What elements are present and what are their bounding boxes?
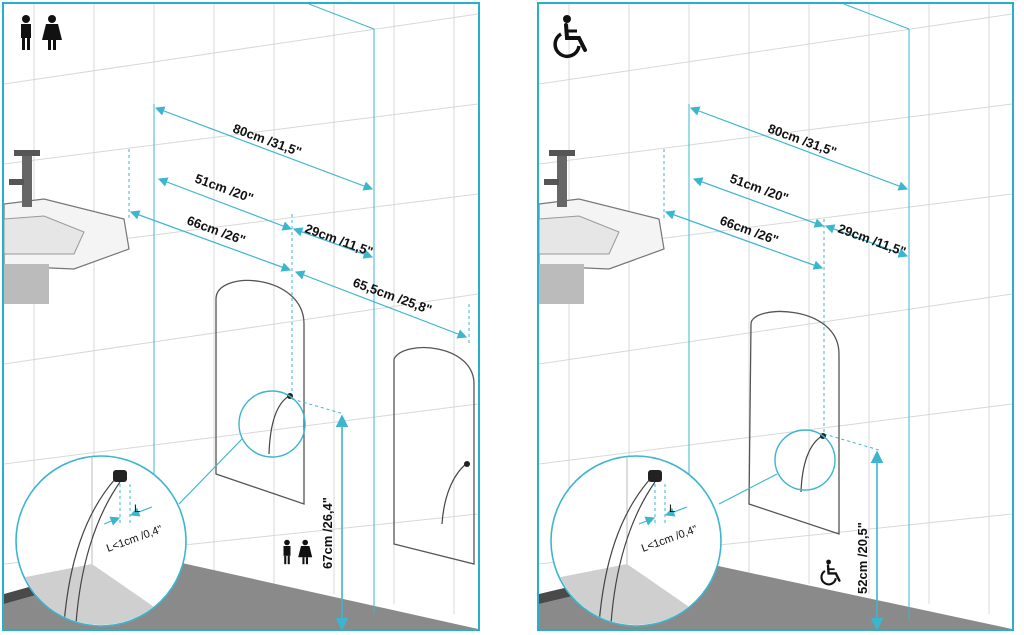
sensor-cable xyxy=(268,395,290,455)
magnified-detail xyxy=(15,455,187,627)
dim-label-51: 51cm /20" xyxy=(193,171,256,206)
label-L: L xyxy=(669,503,675,515)
magnified-detail xyxy=(550,455,722,627)
dim-arrow-29 xyxy=(824,224,909,258)
restroom-icon xyxy=(21,15,62,50)
callout-leader xyxy=(178,438,243,505)
dim-arrow-65 xyxy=(294,270,468,339)
urinal-outline-adjacent xyxy=(393,347,475,565)
washbasin xyxy=(539,150,665,304)
sensor-cable-adjacent xyxy=(441,463,467,525)
dim-label-height: 52cm /20,5" xyxy=(855,522,870,594)
callout-leader xyxy=(718,473,778,505)
standard-installation-drawing: 80cm /31,5" 51cm /20" 66cm /26" 29cm /11… xyxy=(4,4,478,629)
detail-callout xyxy=(238,390,306,458)
accessible-installation-panel: 80cm /31,5" 51cm /20" 66cm /26" 29cm /11… xyxy=(537,2,1014,631)
urinal-outline xyxy=(748,310,840,535)
washbasin xyxy=(4,150,130,304)
guide-line xyxy=(308,4,375,30)
sensor-adjacent xyxy=(464,461,470,467)
dim-arrow-29 xyxy=(292,227,374,259)
dim-label-29: 29cm /11,5" xyxy=(836,221,908,259)
wheelchair-icon xyxy=(553,15,587,59)
dim-arrow-80 xyxy=(154,106,374,191)
dim-arrow-66 xyxy=(664,210,824,270)
restroom-icon-small xyxy=(283,539,313,565)
sensor-cable xyxy=(800,435,823,493)
dim-label-29: 29cm /11,5" xyxy=(303,221,375,259)
dim-label-height: 67cm /26,4" xyxy=(320,497,335,569)
dim-arrow-80 xyxy=(689,106,909,191)
label-L: L xyxy=(134,503,140,515)
standard-installation-panel: 80cm /31,5" 51cm /20" 66cm /26" 29cm /11… xyxy=(2,2,480,631)
dim-arrow-66 xyxy=(129,210,292,272)
wheelchair-icon-small xyxy=(820,559,841,586)
detail-callout xyxy=(774,429,836,491)
urinal-outline xyxy=(215,279,305,505)
dim-label-51: 51cm /20" xyxy=(728,171,791,206)
guide-line xyxy=(843,4,910,30)
accessible-installation-drawing: 80cm /31,5" 51cm /20" 66cm /26" 29cm /11… xyxy=(539,4,1012,629)
